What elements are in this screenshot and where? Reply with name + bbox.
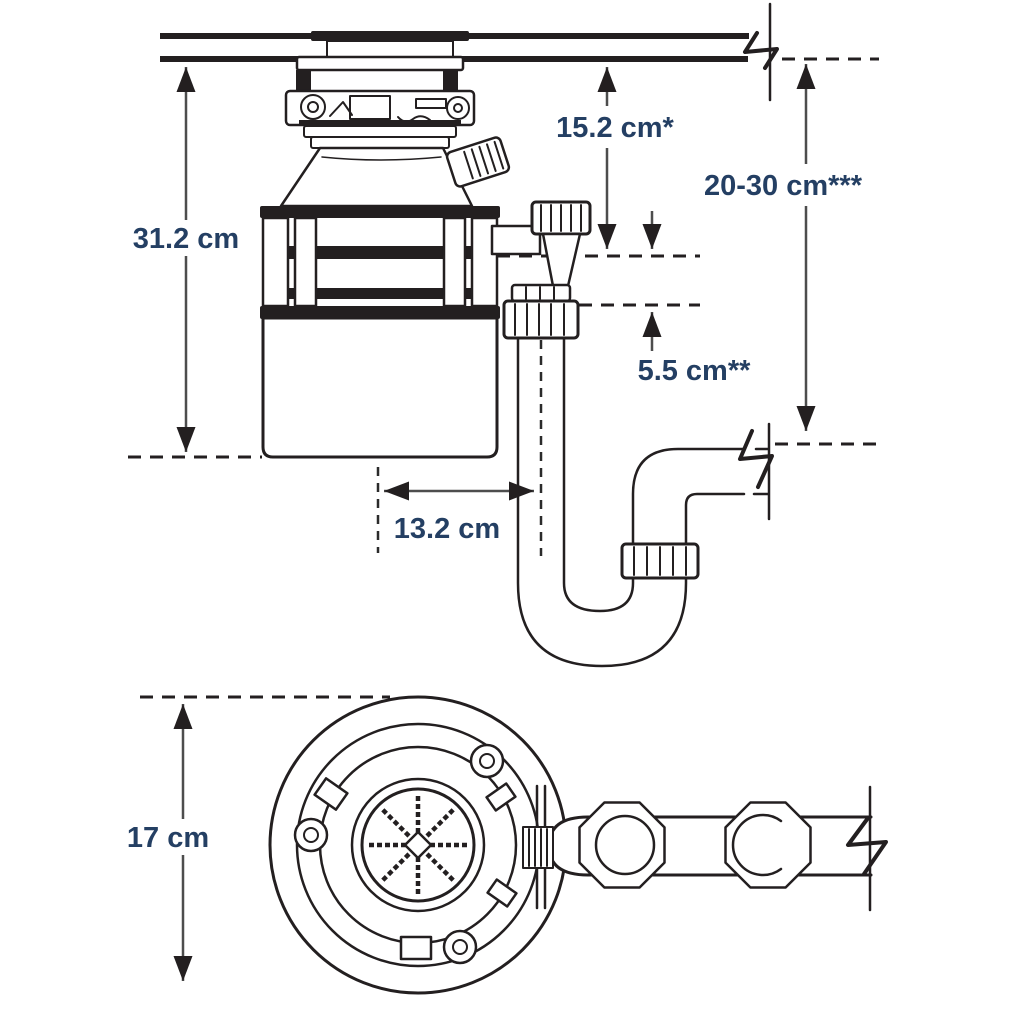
mount-screw-right (446, 96, 470, 120)
side-view: 31.2 cm 15.2 cm* 20-30 cm*** 5.5 cm** 13… (123, 2, 884, 668)
pipe-nut-1-bore (594, 814, 656, 876)
pipe-nut-2-bore-arc (731, 813, 783, 877)
trap-exit-stubs (752, 447, 770, 496)
mount-tab-top-right (485, 782, 517, 812)
mount-tab-bottom-right (486, 878, 518, 908)
sink-flange-assembly (284, 31, 476, 149)
mount-latch-block (349, 95, 391, 120)
unit-height-label: 31.2 cm (133, 223, 239, 255)
bottom-view: 17 cm (117, 695, 888, 995)
dimension-counter-to-drain: 20-30 cm*** (682, 64, 884, 431)
mount-diameter-label: 17 cm (127, 822, 209, 854)
impeller-hub (403, 830, 433, 860)
counter-break-symbol (743, 31, 779, 70)
tailpipe-slip-nut (502, 299, 580, 340)
pipe-nut-2 (724, 801, 812, 889)
trap-outer-wall (516, 336, 746, 668)
cage-band-lower (284, 288, 476, 299)
hopper-body (279, 146, 474, 208)
mount-ear-left (293, 817, 329, 853)
motor-housing (261, 316, 499, 459)
mount-tab (415, 98, 447, 109)
mount-tab-bottom (399, 935, 433, 961)
cage-band-top (260, 206, 500, 218)
pipe-connector-block (522, 826, 554, 869)
cage-post-inner-left (293, 216, 318, 308)
mount-ear-top-right (469, 743, 505, 779)
center-offset-label: 13.2 cm (394, 513, 500, 545)
label-backdrop (626, 352, 766, 388)
dimension-counter-to-outlet: 15.2 cm* (548, 67, 682, 249)
discharge-reducer (541, 232, 582, 288)
mount-gusset-left (296, 70, 311, 93)
mount-gusset-right (443, 70, 458, 93)
label-backdrop (682, 164, 884, 206)
pipe-break-symbol (846, 816, 888, 876)
ring-seam (299, 120, 461, 126)
mount-screw-left (300, 94, 326, 120)
neck-band-lower (310, 136, 450, 149)
label-backdrop (123, 220, 249, 256)
hopper-section (279, 136, 511, 208)
dimension-outlet-drop: 5.5 cm** (626, 211, 766, 388)
label-backdrop (548, 106, 682, 148)
mount-tab-top-left (313, 777, 349, 811)
grind-chamber (260, 206, 500, 319)
flange-neck (326, 40, 454, 58)
neck-band-upper (303, 125, 457, 138)
countertop (160, 2, 879, 102)
cage-post-outer-left (261, 216, 290, 308)
counter-to-outlet-label: 15.2 cm* (556, 112, 674, 144)
bottom-view-drain-pipe (522, 784, 888, 912)
hopper-seam-line (321, 156, 442, 161)
dimension-center-offset: 13.2 cm (384, 481, 534, 545)
cage-post-inner-right (442, 216, 467, 308)
trap-inner-wall (562, 336, 746, 613)
mount-linkage-left (329, 101, 353, 117)
label-backdrop (117, 819, 219, 855)
tailpipe-collar-ribs (525, 286, 555, 300)
trap-break-symbol (738, 429, 774, 489)
under-counter-plate (295, 55, 465, 72)
dimension-mount-diameter: 17 cm (117, 704, 219, 981)
dishwasher-inlet-tube (445, 136, 511, 188)
counter-to-drain-label: 20-30 cm*** (704, 170, 863, 202)
trap-slip-nut-ribs (633, 546, 687, 576)
cage-band-middle (284, 246, 476, 259)
pipe-connector-ribs (528, 828, 548, 867)
sink-flange-rim (311, 31, 469, 41)
dishwasher-inlet (445, 136, 511, 188)
mounting-flange-face (268, 695, 568, 995)
mount-ear-bottom (442, 929, 478, 965)
discharge-nut-upper-ribs (540, 204, 582, 232)
discharge-assembly (490, 200, 592, 340)
dishwasher-inlet-ribs (463, 140, 505, 180)
impeller-spokes (367, 794, 469, 896)
dimension-unit-height: 31.2 cm (123, 67, 249, 452)
cage-band-bottom (260, 306, 500, 319)
p-trap (516, 336, 774, 668)
outlet-drop-label: 5.5 cm** (638, 355, 752, 387)
tailpipe-slip-nut-ribs (514, 303, 565, 336)
mount-screw-left-center (307, 101, 319, 113)
mount-screw-right-center (453, 103, 463, 113)
